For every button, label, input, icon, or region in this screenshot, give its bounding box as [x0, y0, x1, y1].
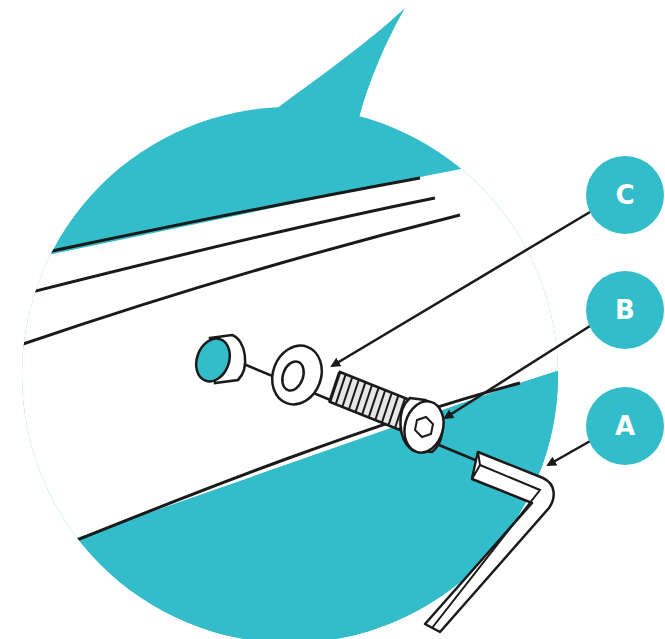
- callout-letter: A: [615, 413, 635, 439]
- leader-lines: [332, 212, 592, 465]
- assembly-axis: [205, 348, 480, 462]
- allen-key: [425, 452, 554, 632]
- panel-band: [0, 150, 560, 639]
- callout-circle: C: [586, 156, 664, 234]
- callout-circle: A: [586, 387, 664, 465]
- callout-circle: B: [586, 271, 664, 349]
- callout-letter: C: [615, 182, 634, 208]
- washer: [264, 339, 330, 412]
- cap: [190, 334, 245, 386]
- bolt: [329, 372, 449, 457]
- callout-letter: B: [615, 297, 635, 323]
